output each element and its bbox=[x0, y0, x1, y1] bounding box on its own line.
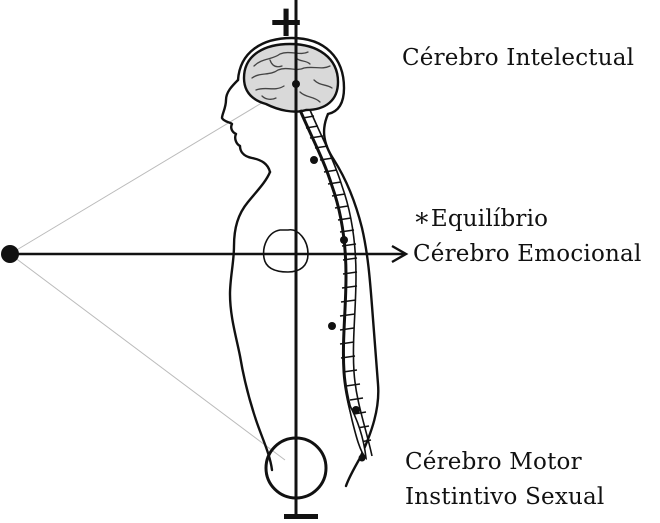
spine bbox=[298, 109, 373, 462]
heart-outline bbox=[262, 229, 309, 273]
brain bbox=[242, 42, 340, 113]
origin-point bbox=[1, 245, 19, 263]
label-intellectual-brain: Cérebro Intelectual bbox=[402, 45, 635, 71]
balance-text: Equilíbrio bbox=[430, 206, 549, 232]
positive-pole-sign: + bbox=[268, 0, 305, 47]
label-instinctive-sexual: Instintivo Sexual bbox=[405, 484, 605, 510]
label-emotional-brain: Cérebro Emocional bbox=[413, 241, 642, 267]
brain-center-dot bbox=[292, 80, 300, 88]
horizontal-arrowhead bbox=[391, 244, 409, 264]
label-motor-brain: Cérebro Motor bbox=[405, 449, 582, 475]
balance-marker: ∗ bbox=[413, 203, 431, 233]
negative-pole-sign bbox=[284, 514, 318, 519]
perspective-guides bbox=[9, 91, 286, 461]
label-balance: ∗Equilíbrio bbox=[413, 202, 548, 235]
